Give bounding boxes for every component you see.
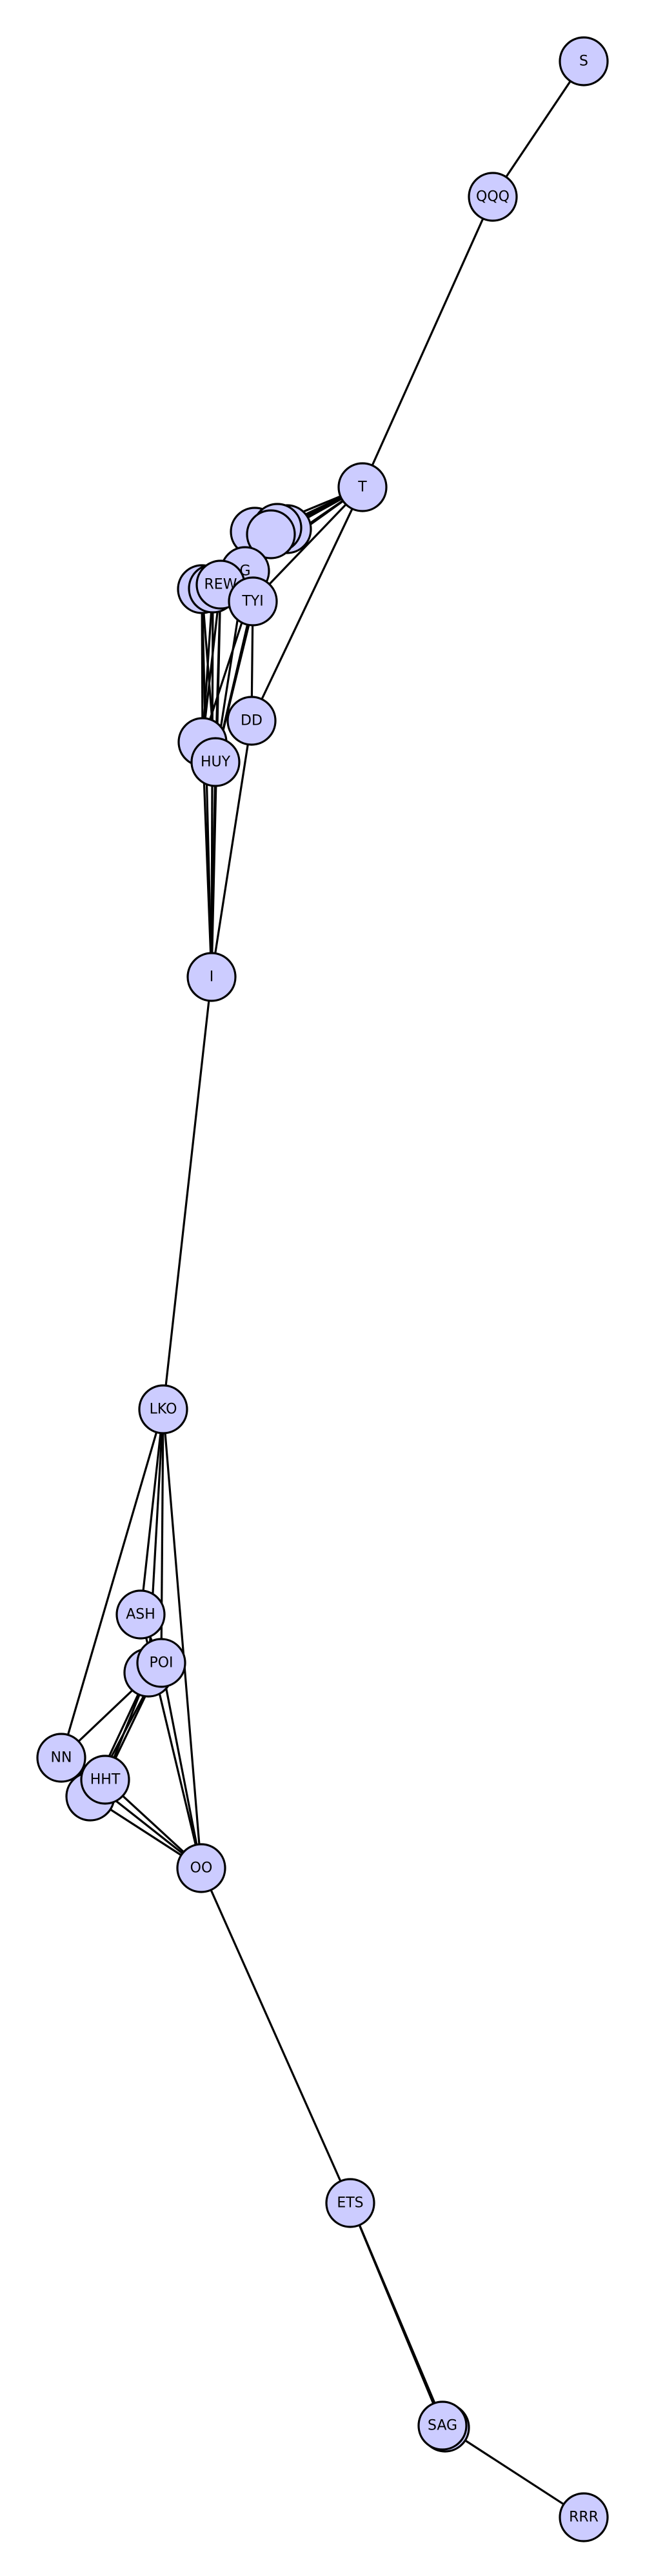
- edge-t-tyi: [252, 486, 364, 603]
- node-sag: SAG: [417, 2400, 468, 2451]
- edge-s-qqq: [491, 61, 585, 197]
- node-circle: [417, 2400, 468, 2451]
- node-label: RRR: [569, 2510, 599, 2526]
- node-label: OO: [190, 1860, 213, 1877]
- node-label: QQQ: [476, 189, 510, 205]
- edge-qqq-t: [361, 196, 494, 488]
- node-circle: [226, 696, 277, 746]
- node-dd: DD: [226, 696, 277, 746]
- node-circle: [559, 36, 609, 86]
- node-tyi: TYI: [228, 576, 278, 627]
- node-ets: ETS: [325, 2178, 375, 2228]
- node-label: T: [357, 479, 367, 496]
- edge-lko-nn: [60, 1409, 164, 1758]
- nodes-layer: SQQQTLLGREWTYIDDHUYILKOASHPOINNHHTOOETSS…: [36, 36, 609, 2542]
- node-ash: ASH: [115, 1589, 166, 1640]
- node-label: HUY: [201, 754, 231, 770]
- node-oo: OO: [176, 1843, 226, 1893]
- node-circle: [325, 2178, 375, 2228]
- edge-ets-b9: [349, 2202, 446, 2428]
- node-circle: [115, 1589, 166, 1640]
- edges-layer: [60, 61, 585, 2519]
- node-i: I: [186, 952, 237, 1002]
- node-circle: [136, 1638, 186, 1688]
- node-label: POI: [149, 1655, 173, 1671]
- node-b3: [246, 509, 296, 559]
- edge-oo-ets: [200, 1867, 352, 2204]
- edge-i-lko: [162, 976, 213, 1410]
- node-label: LKO: [150, 1402, 177, 1418]
- node-huy: HUY: [190, 737, 241, 787]
- node-circle: [186, 952, 237, 1002]
- node-qqq: QQQ: [468, 172, 518, 222]
- node-label: NN: [51, 1750, 72, 1766]
- node-rrr: RRR: [559, 2492, 609, 2542]
- node-circle: [228, 576, 278, 627]
- node-hht: HHT: [80, 1755, 130, 1805]
- node-s: S: [559, 36, 609, 86]
- node-label: I: [210, 969, 214, 985]
- node-circle: [36, 1733, 86, 1783]
- node-label: TYI: [241, 594, 263, 610]
- edge-poi-oo: [160, 1662, 203, 1869]
- edge-t-dd: [250, 487, 364, 721]
- node-label: SAG: [428, 2418, 457, 2434]
- node-label: S: [579, 54, 588, 70]
- edge-lko-ash: [139, 1409, 164, 1615]
- node-label: DD: [241, 713, 263, 729]
- node-circle: [190, 737, 241, 787]
- node-circle: [559, 2492, 609, 2542]
- node-circle: [80, 1755, 130, 1805]
- node-circle: [176, 1843, 226, 1893]
- node-lko: LKO: [138, 1384, 188, 1434]
- edge-dd-i: [210, 720, 253, 978]
- node-label: HHT: [90, 1772, 121, 1788]
- node-poi: POI: [136, 1638, 186, 1688]
- node-label: ETS: [337, 2195, 363, 2211]
- node-t: T: [337, 462, 388, 512]
- node-label: ASH: [126, 1607, 155, 1623]
- edge-lko-oo: [162, 1409, 203, 1869]
- node-circle: [337, 462, 388, 512]
- node-circle: [138, 1384, 188, 1434]
- node-circle: [246, 509, 296, 559]
- node-circle: [468, 172, 518, 222]
- node-nn: NN: [36, 1733, 86, 1783]
